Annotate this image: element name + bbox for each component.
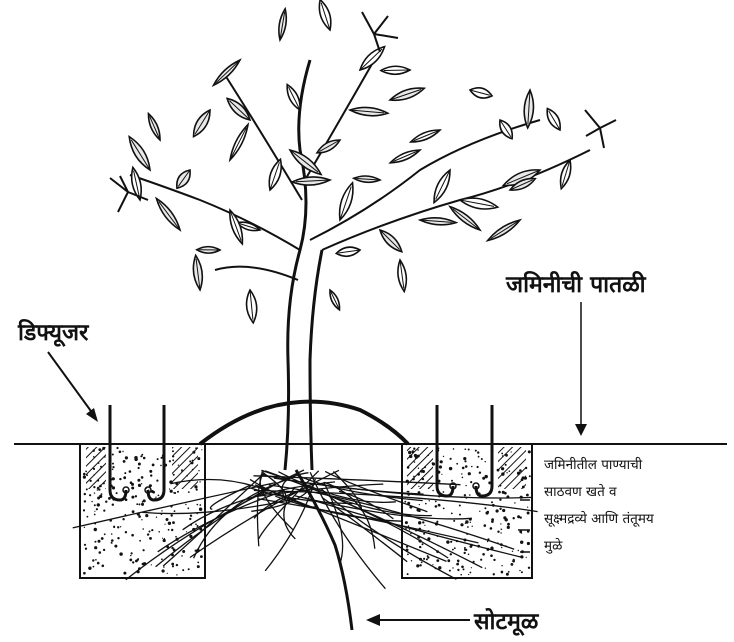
- right-diffuser-pipe: [437, 405, 492, 496]
- diffuser-label: डिफ्यूजर: [18, 315, 88, 347]
- ground-level-pointer-arrow: [575, 302, 587, 436]
- flower-cluster-right: [585, 110, 616, 148]
- taproot-label: सोटमूळ: [474, 604, 538, 636]
- root-zone-line-4: मुळे: [544, 533, 654, 560]
- root-zone-line-3: सूक्ष्मद्रव्ये आणि तंतूमय: [544, 506, 654, 533]
- root-zone-line-1: जमिनीतील पाण्याची: [544, 452, 654, 479]
- diffuser-pointer-arrow: [48, 352, 98, 422]
- right-trench: [402, 444, 532, 578]
- root-zone-label: जमिनीतील पाण्याची साठवण खते व सूक्ष्मद्र…: [544, 452, 654, 560]
- flower-cluster-top: [362, 12, 398, 52]
- flower-cluster-left: [110, 176, 148, 212]
- taproot-pointer-arrow: [366, 614, 470, 626]
- left-trench: [80, 444, 205, 578]
- left-diffuser-pipe: [110, 405, 164, 500]
- root-zone-line-2: साठवण खते व: [544, 479, 654, 506]
- soil-mound: [200, 402, 408, 444]
- ground-level-label: जमिनीची पातळी: [506, 267, 646, 299]
